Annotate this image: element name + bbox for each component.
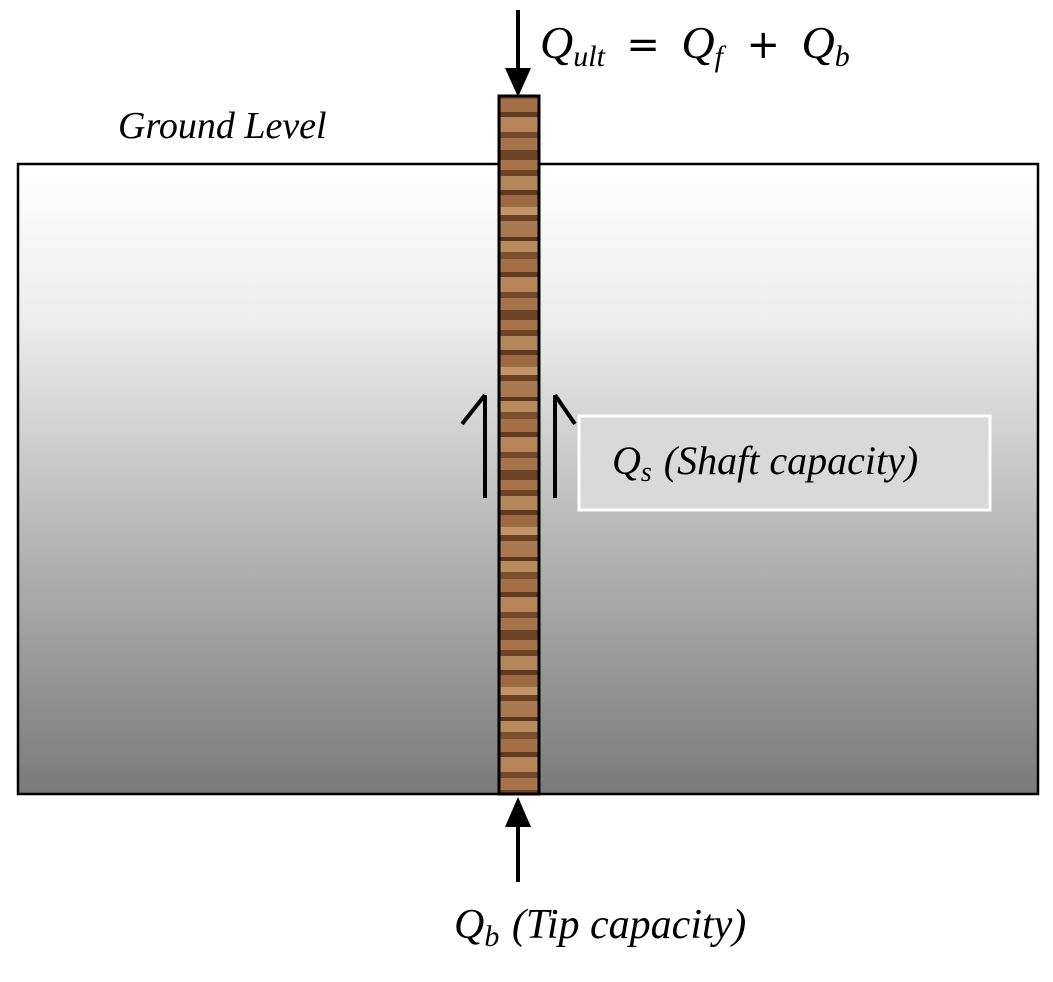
tip-capacity-text: (Tip capacity) bbox=[512, 902, 746, 948]
q-b-symbol: Q bbox=[802, 17, 835, 68]
q-b-tip-subscript: b bbox=[484, 920, 499, 953]
shaft-capacity-label: Qs (Shaft capacity) bbox=[612, 438, 918, 490]
tip-resistance-arrow-icon bbox=[505, 797, 531, 882]
tip-capacity-label: Qb (Tip capacity) bbox=[454, 902, 746, 956]
shaft-capacity-text: (Shaft capacity) bbox=[664, 438, 918, 483]
equals-sign: = bbox=[626, 22, 660, 68]
shaft-friction-arrow-right-icon bbox=[553, 393, 577, 498]
pile bbox=[497, 94, 541, 796]
applied-load-arrow-icon bbox=[505, 10, 531, 97]
q-f-subscript: f bbox=[715, 40, 727, 73]
ground-level-label: Ground Level bbox=[118, 105, 327, 147]
plus-sign: + bbox=[747, 22, 781, 68]
ultimate-capacity-equation: Qult = Qf + Qb bbox=[540, 17, 850, 76]
shaft-capacity-label-box bbox=[577, 414, 992, 512]
q-ult-symbol: Q bbox=[540, 17, 573, 68]
q-s-subscript: s bbox=[641, 457, 652, 488]
q-b-tip-symbol: Q bbox=[454, 902, 484, 948]
q-s-symbol: Q bbox=[612, 438, 641, 483]
shaft-friction-arrow-left-icon bbox=[460, 393, 487, 498]
q-f-symbol: Q bbox=[681, 17, 714, 68]
q-b-subscript: b bbox=[835, 40, 850, 73]
q-ult-subscript: ult bbox=[573, 40, 605, 73]
